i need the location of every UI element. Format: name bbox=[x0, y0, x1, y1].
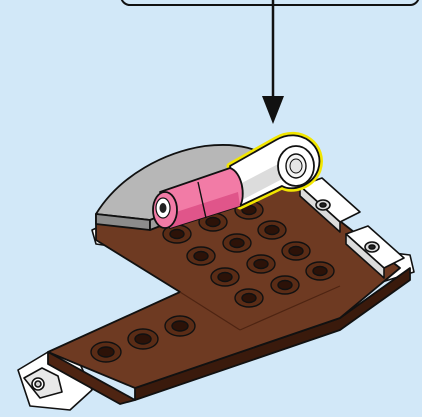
down-arrow-icon bbox=[262, 0, 284, 124]
